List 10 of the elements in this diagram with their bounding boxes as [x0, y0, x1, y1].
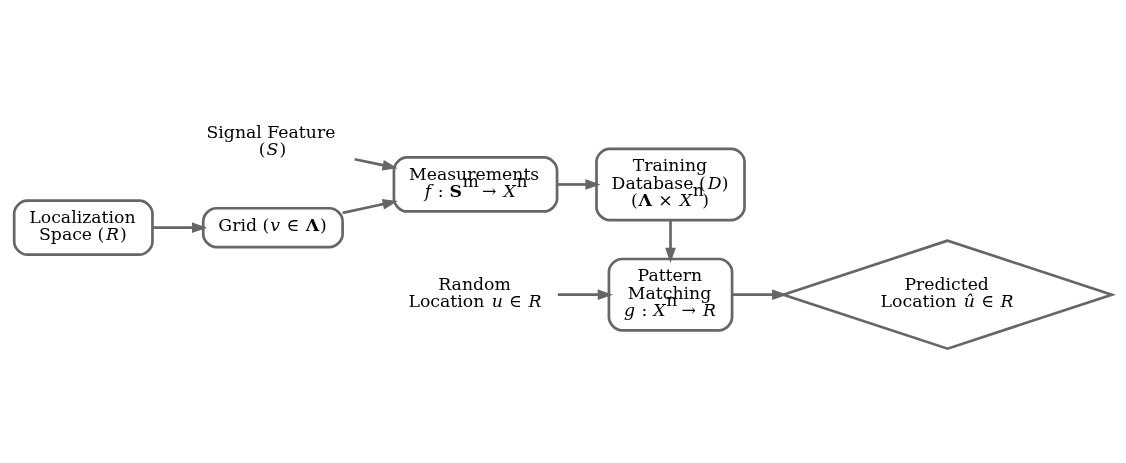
node-box: Grid (v ∈ Λ) [201, 206, 344, 248]
arrow [665, 219, 676, 263]
arrow [557, 178, 601, 190]
arrow [354, 157, 398, 170]
arrow [557, 288, 613, 300]
arrow [342, 198, 398, 214]
node-text: Signal Feature (S) [206, 121, 336, 159]
node-box: Localization Space (R) [12, 198, 154, 256]
node-text: Random Location u ∈ R [408, 273, 542, 311]
arrow [152, 221, 208, 233]
